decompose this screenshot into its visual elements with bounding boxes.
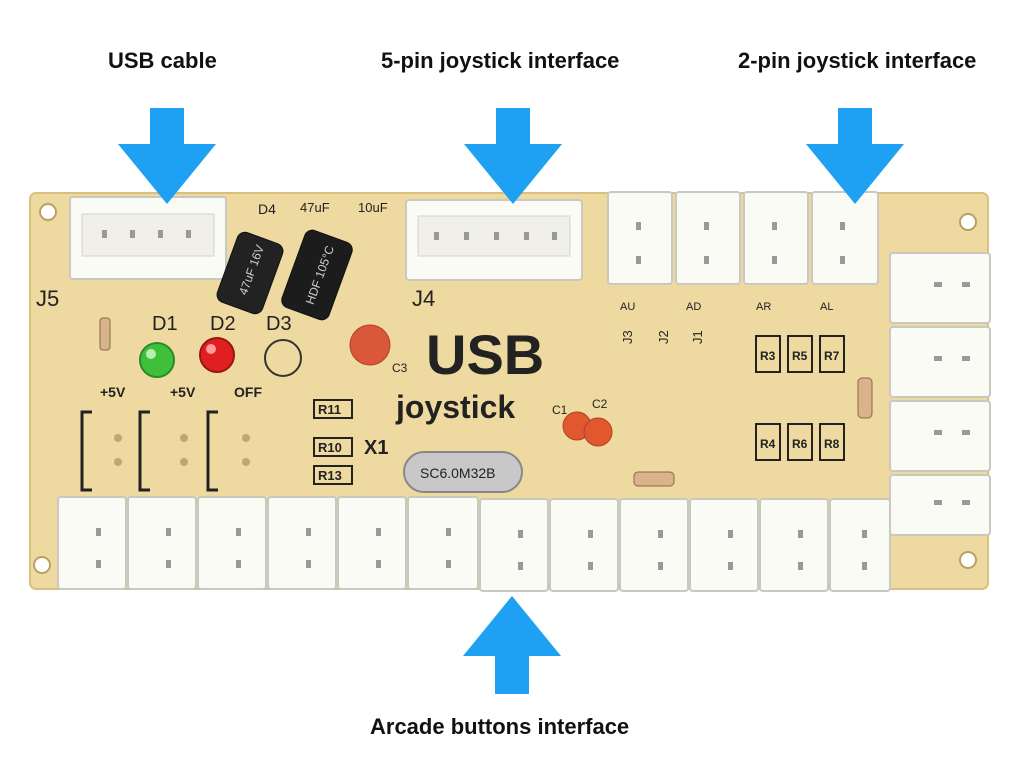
dir-label-ar: AR [756, 301, 771, 313]
r6-label: R6 [792, 437, 808, 451]
crystal-oscillator [403, 451, 523, 493]
r10-label: R10 [318, 440, 342, 455]
right-resistor-pads [755, 335, 845, 461]
x1-label: X1 [364, 437, 388, 459]
mounting-hole-tr [959, 213, 977, 231]
led-red [199, 337, 235, 373]
usb-cable-label: USB cable [108, 48, 217, 73]
arcade-buttons-label: Arcade buttons interface [370, 714, 630, 739]
two-pin-joystick-label: 2-pin joystick interface [738, 48, 977, 73]
arrows [118, 108, 904, 694]
brand-joystick: joystick [395, 389, 515, 425]
resistor-j5 [99, 317, 111, 351]
j5-label: J5 [36, 286, 59, 311]
arrow-five-pin [464, 108, 562, 204]
led-d3-footprint [264, 339, 302, 377]
r13-label: R13 [318, 468, 342, 483]
dir-label-ad: AD [686, 301, 701, 313]
c2-label: C2 [592, 397, 608, 411]
d4-label: D4 [258, 201, 276, 217]
r11-label: R11 [318, 402, 341, 417]
crystal-text: SC6.0M32B [420, 465, 495, 481]
left-resistor-pads [313, 399, 353, 485]
mounting-hole-br [959, 551, 977, 569]
d3-label: D3 [266, 313, 292, 335]
mounting-hole-tl [39, 203, 57, 221]
dir-label-au: AU [620, 301, 635, 313]
dir-label-al: AL [820, 301, 833, 313]
power-label-1: +5V [100, 384, 126, 400]
top-two-pin-connectors [607, 191, 879, 285]
arrow-arcade-buttons [463, 596, 561, 694]
arcade-button-connectors [57, 496, 891, 592]
r3-label: R3 [760, 349, 776, 363]
d2-label: D2 [210, 313, 236, 335]
ceramic-cap-c3 [349, 324, 391, 366]
d1-label: D1 [152, 313, 178, 335]
right-side-connectors [889, 252, 991, 536]
resistor-bottom [633, 471, 675, 487]
c3-label: C3 [392, 361, 408, 375]
arrow-two-pin [806, 108, 904, 204]
r8-label: R8 [824, 437, 840, 451]
five-pin-joystick-label: 5-pin joystick interface [381, 48, 620, 73]
electrolytic-cap-2 [281, 229, 353, 321]
r5-label: R5 [792, 349, 808, 363]
led-green [139, 342, 175, 378]
jumper-outlines [80, 410, 218, 492]
c1-label: C1 [552, 403, 568, 417]
j3-label: J3 [620, 330, 635, 344]
ceramic-cap-c2 [583, 417, 613, 447]
mounting-hole-bl [33, 556, 51, 574]
cap-10uf-label: 10uF [358, 200, 388, 215]
r4-label: R4 [760, 437, 776, 451]
r7-label: R7 [824, 349, 840, 363]
cap-47uf-label: 47uF [300, 200, 330, 215]
j1-label: J1 [690, 330, 705, 344]
j2-label: J2 [656, 330, 671, 344]
power-label-2: +5V [170, 384, 196, 400]
power-label-3: OFF [234, 384, 262, 400]
brand-usb: USB [426, 323, 544, 386]
j4-label: J4 [412, 286, 435, 311]
electrolytic-cap-1 [216, 231, 284, 315]
arrow-usb-cable [118, 108, 216, 204]
resistor-right [857, 377, 873, 419]
